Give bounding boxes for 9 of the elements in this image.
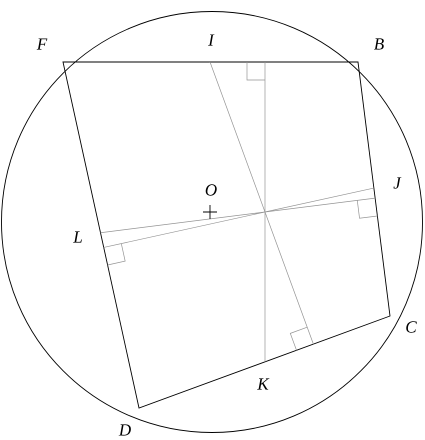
point-label: F (36, 38, 48, 50)
point-label: B (374, 38, 384, 50)
point-label: O (206, 184, 217, 196)
point-label: D (118, 424, 131, 436)
point-label: L (73, 231, 82, 243)
point-label: K (257, 378, 270, 390)
point-label: I (208, 34, 214, 46)
point-label: J (393, 177, 402, 189)
point-label: C (406, 321, 417, 333)
